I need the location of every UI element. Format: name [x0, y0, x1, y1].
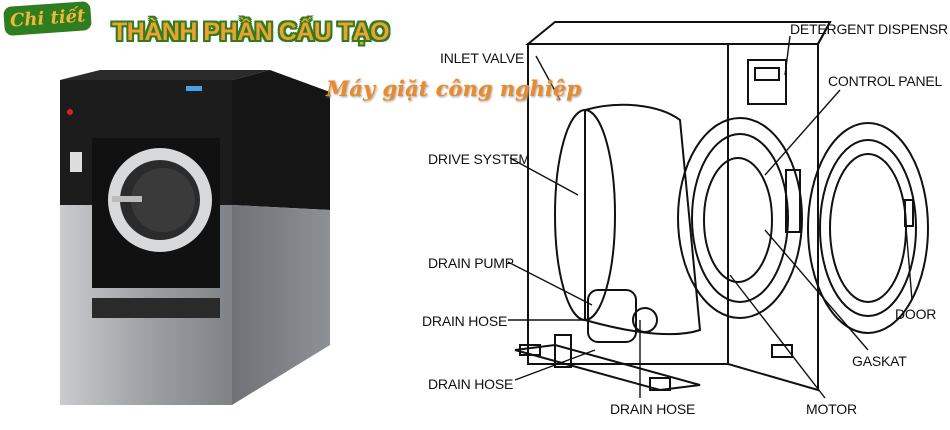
label-gasket: GASKAT: [852, 353, 907, 369]
label-control-panel: CONTROL PANEL: [828, 73, 943, 89]
label-drive-system: DRIVE SYSTEM: [428, 151, 530, 167]
label-drain-hose: DRAIN HOSE: [422, 313, 508, 329]
page-title: THÀNH PHẦN CẤU TẠO: [112, 18, 390, 46]
label-drain-hose: DRAIN HOSE: [428, 376, 514, 392]
label-drain-pump: DRAIN PUMP: [428, 255, 514, 271]
leader-lines: [507, 35, 913, 399]
detail-badge: Chi tiết: [3, 0, 93, 37]
label-motor: MOTOR: [806, 401, 857, 417]
label-door: DOOR: [895, 306, 937, 322]
label-inlet-valve: INLET VALVE: [440, 50, 525, 66]
page-subtitle: Máy giặt công nghiệp: [326, 76, 581, 101]
label-detergent-dispenser: DETERGENT DISPENSR: [790, 21, 948, 37]
label-drain-hose: DRAIN HOSE: [610, 401, 696, 417]
